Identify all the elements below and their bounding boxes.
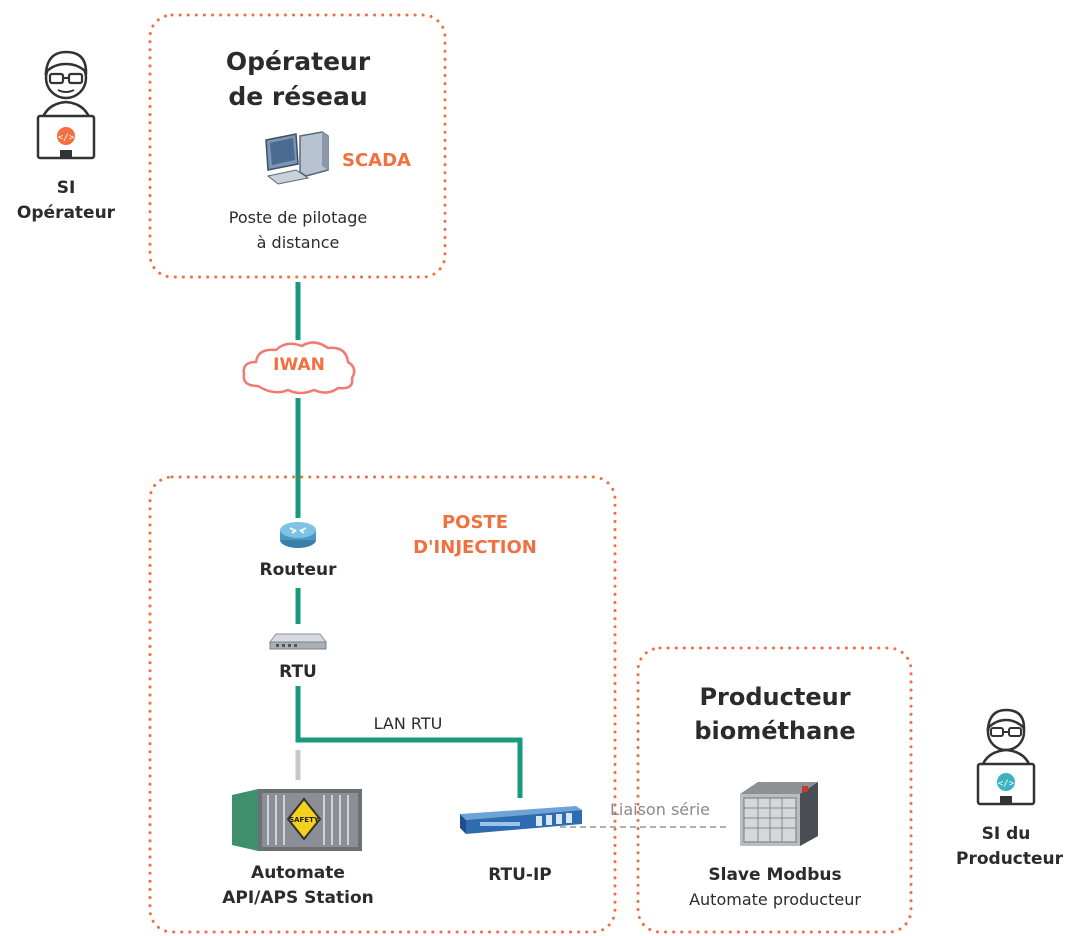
svg-text:</>: </> xyxy=(58,133,75,143)
plc-station-icon: SAFETY xyxy=(232,789,362,851)
link-lan-rtu xyxy=(295,686,523,798)
lan-rtu-label: LAN RTU xyxy=(373,714,443,733)
router-icon xyxy=(280,522,316,548)
operator-title-1: Opérateur xyxy=(225,47,371,76)
producer-device-desc: Automate producteur xyxy=(689,890,861,909)
si-operator-label-1: SI xyxy=(56,178,76,198)
operator-desc-1: Poste de pilotage xyxy=(228,208,368,227)
router-label: Routeur xyxy=(259,560,337,580)
automate-label-1: Automate xyxy=(251,863,345,883)
si-producer-label-1: SI du xyxy=(981,824,1031,844)
operator-desc-2: à distance xyxy=(256,233,340,252)
computer-icon xyxy=(265,131,329,185)
svg-text:SAFETY: SAFETY xyxy=(289,816,320,824)
rtu-ip-label: RTU-IP xyxy=(488,865,552,885)
rtu-device-icon xyxy=(269,633,327,650)
svg-text:</>: </> xyxy=(998,779,1015,789)
operator-title-2: de réseau xyxy=(228,82,368,111)
injection-title-1: POSTE xyxy=(441,512,509,533)
developer-laptop-icon: </> xyxy=(36,50,96,160)
scada-label: SCADA xyxy=(342,150,411,171)
server-icon xyxy=(740,782,818,846)
injection-zone xyxy=(148,475,617,934)
injection-title-2: D'INJECTION xyxy=(413,537,537,558)
rtu-label: RTU xyxy=(279,662,317,682)
slave-modbus-label: Slave Modbus xyxy=(708,865,842,885)
si-operator-label-2: Opérateur xyxy=(16,203,116,223)
operator-zone xyxy=(148,13,447,279)
producer-title-1: Producteur xyxy=(699,683,851,711)
developer-laptop-icon: </> xyxy=(976,708,1036,806)
automate-label-2: API/APS Station xyxy=(222,888,374,908)
iwan-label: IWAN xyxy=(273,355,325,375)
cloud-icon xyxy=(242,341,356,395)
rtu-ip-module-icon xyxy=(460,806,582,834)
serial-link-label: Liaison série xyxy=(609,800,710,819)
producer-zone xyxy=(636,646,913,934)
si-producer-label-2: Producteur xyxy=(956,849,1064,869)
producer-title-2: biométhane xyxy=(694,717,856,745)
